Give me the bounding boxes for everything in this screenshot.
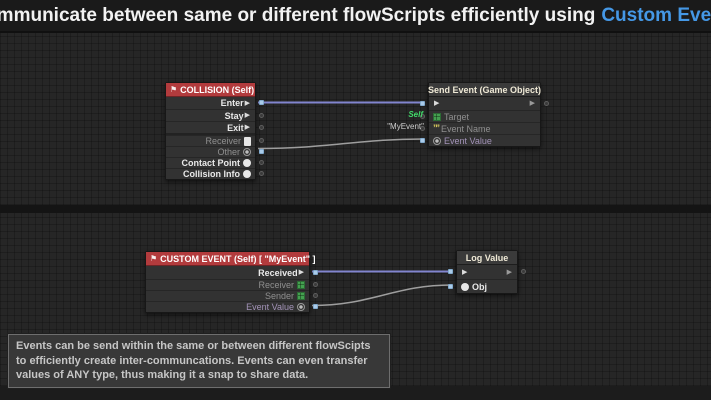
value-dot-icon xyxy=(243,159,251,167)
port-received-out[interactable] xyxy=(313,270,318,275)
input-row-target[interactable]: Target xyxy=(420,110,540,122)
wire-eventvalue-to-obj[interactable] xyxy=(311,284,453,307)
port-sender[interactable] xyxy=(313,293,318,298)
flow-in-triangle-icon: ▶ xyxy=(462,268,468,276)
event-flag-icon: ⚑ xyxy=(150,253,158,263)
send-event-node-header[interactable]: Send Event (Game Object) xyxy=(427,83,542,97)
port-row-other[interactable]: Other xyxy=(166,146,264,157)
wire-other-to-eventvalue[interactable] xyxy=(257,138,425,150)
port-row-sender[interactable]: Sender xyxy=(146,290,318,301)
input-row-event-name[interactable]: ”” Event Name xyxy=(420,122,540,134)
custom-event-node-header[interactable]: ⚑ CUSTOM EVENT (Self) [ "MyEvent" ] xyxy=(146,252,316,266)
port-contact-point[interactable] xyxy=(259,160,264,165)
log-value-node-title: Log Value xyxy=(465,252,509,263)
title-bar: Communicate between same or different fl… xyxy=(0,0,711,33)
collision-node-header[interactable]: ⚑ COLLISION (Self) xyxy=(166,83,255,97)
port-row-contact-point[interactable]: Contact Point xyxy=(166,157,264,168)
port-event-value[interactable] xyxy=(420,138,425,143)
gameobject-cube-icon xyxy=(297,281,305,289)
flow-out-triangle-icon: ▶ xyxy=(506,268,512,276)
flow-out-enter[interactable]: Enter ▶ xyxy=(166,97,264,109)
flow-out-exit[interactable]: Exit ▶ xyxy=(166,121,264,133)
collision-node-title: COLLISION (Self) xyxy=(180,84,255,95)
graph-canvas-top[interactable]: ⚑ COLLISION (Self) Enter ▶ Stay ▶ Exit ▶… xyxy=(0,33,711,205)
send-event-node-title: Send Event (Game Object) xyxy=(427,84,542,95)
graph-note-box[interactable]: Events can be send within the same or be… xyxy=(7,333,391,389)
port-row-event-value[interactable]: Event Value xyxy=(146,301,318,312)
page-title: Communicate between same or different fl… xyxy=(0,4,596,26)
port-flow-in[interactable] xyxy=(448,269,453,274)
flow-out-received[interactable]: Received ▶ xyxy=(146,266,318,279)
custom-event-node[interactable]: ⚑ CUSTOM EVENT (Self) [ "MyEvent" ] Rece… xyxy=(145,251,318,313)
value-dot-icon xyxy=(243,170,251,178)
flow-triangle-icon: ▶ xyxy=(244,124,250,131)
send-event-flow-row[interactable]: ▶ ▶ xyxy=(420,97,549,110)
port-obj[interactable] xyxy=(448,284,453,289)
string-quote-icon: ”” xyxy=(433,123,440,133)
gameobject-cube-icon xyxy=(297,292,305,300)
port-exit-out[interactable] xyxy=(259,125,264,130)
port-row-collision-info[interactable]: Collision Info xyxy=(166,168,264,179)
gameobject-cube-icon xyxy=(433,112,441,121)
flow-triangle-icon: ▶ xyxy=(244,112,250,119)
custom-event-node-title: CUSTOM EVENT (Self) [ "MyEvent" ] xyxy=(160,253,316,264)
send-event-node[interactable]: Send Event (Game Object) ▶ ▶ Target ”” E… xyxy=(420,82,549,147)
flow-triangle-icon: ▶ xyxy=(244,99,250,107)
flow-out-triangle-icon: ▶ xyxy=(529,100,535,107)
port-receiver[interactable] xyxy=(259,138,264,143)
log-value-node-header[interactable]: Log Value xyxy=(457,251,517,265)
port-row-receiver[interactable]: Receiver xyxy=(166,135,264,146)
note-text: Events can be send within the same or be… xyxy=(16,340,371,382)
port-target[interactable] xyxy=(420,114,425,119)
value-dot-icon xyxy=(461,282,469,291)
document-icon xyxy=(244,136,251,146)
log-value-flow-row[interactable]: ▶ ▶ xyxy=(448,265,526,279)
port-event-value-out[interactable] xyxy=(313,304,318,309)
object-value-icon xyxy=(433,136,441,145)
input-row-obj[interactable]: Obj xyxy=(448,279,517,293)
port-row-receiver[interactable]: Receiver xyxy=(146,279,318,290)
port-event-name[interactable] xyxy=(420,126,425,131)
input-row-event-value[interactable]: Event Value xyxy=(420,134,540,146)
port-enter-out[interactable] xyxy=(259,100,264,105)
flow-out-stay[interactable]: Stay ▶ xyxy=(166,109,264,121)
port-receiver[interactable] xyxy=(313,282,318,287)
event-name-value-label[interactable]: "MyEvent" xyxy=(387,122,424,131)
port-stay-out[interactable] xyxy=(259,113,264,118)
flow-in-triangle-icon: ▶ xyxy=(434,100,440,107)
port-other[interactable] xyxy=(259,149,264,154)
flow-triangle-icon: ▶ xyxy=(298,269,304,276)
panel-divider xyxy=(0,205,711,213)
port-collision-info[interactable] xyxy=(259,171,264,176)
graph-canvas-bottom[interactable]: ⚑ CUSTOM EVENT (Self) [ "MyEvent" ] Rece… xyxy=(0,213,711,389)
target-value-label[interactable]: Self xyxy=(408,110,423,119)
port-flow-in[interactable] xyxy=(420,101,425,106)
collision-node[interactable]: ⚑ COLLISION (Self) Enter ▶ Stay ▶ Exit ▶… xyxy=(165,82,264,180)
event-flag-icon: ⚑ xyxy=(170,84,178,94)
port-flow-out[interactable] xyxy=(521,269,526,274)
port-flow-out[interactable] xyxy=(544,101,549,106)
gameobject-icon xyxy=(243,148,251,156)
bottom-bar xyxy=(0,386,711,400)
page-title-accent: Custom Events xyxy=(601,4,711,26)
log-value-node[interactable]: Log Value ▶ ▶ Obj xyxy=(448,250,526,294)
object-value-icon xyxy=(297,303,305,311)
